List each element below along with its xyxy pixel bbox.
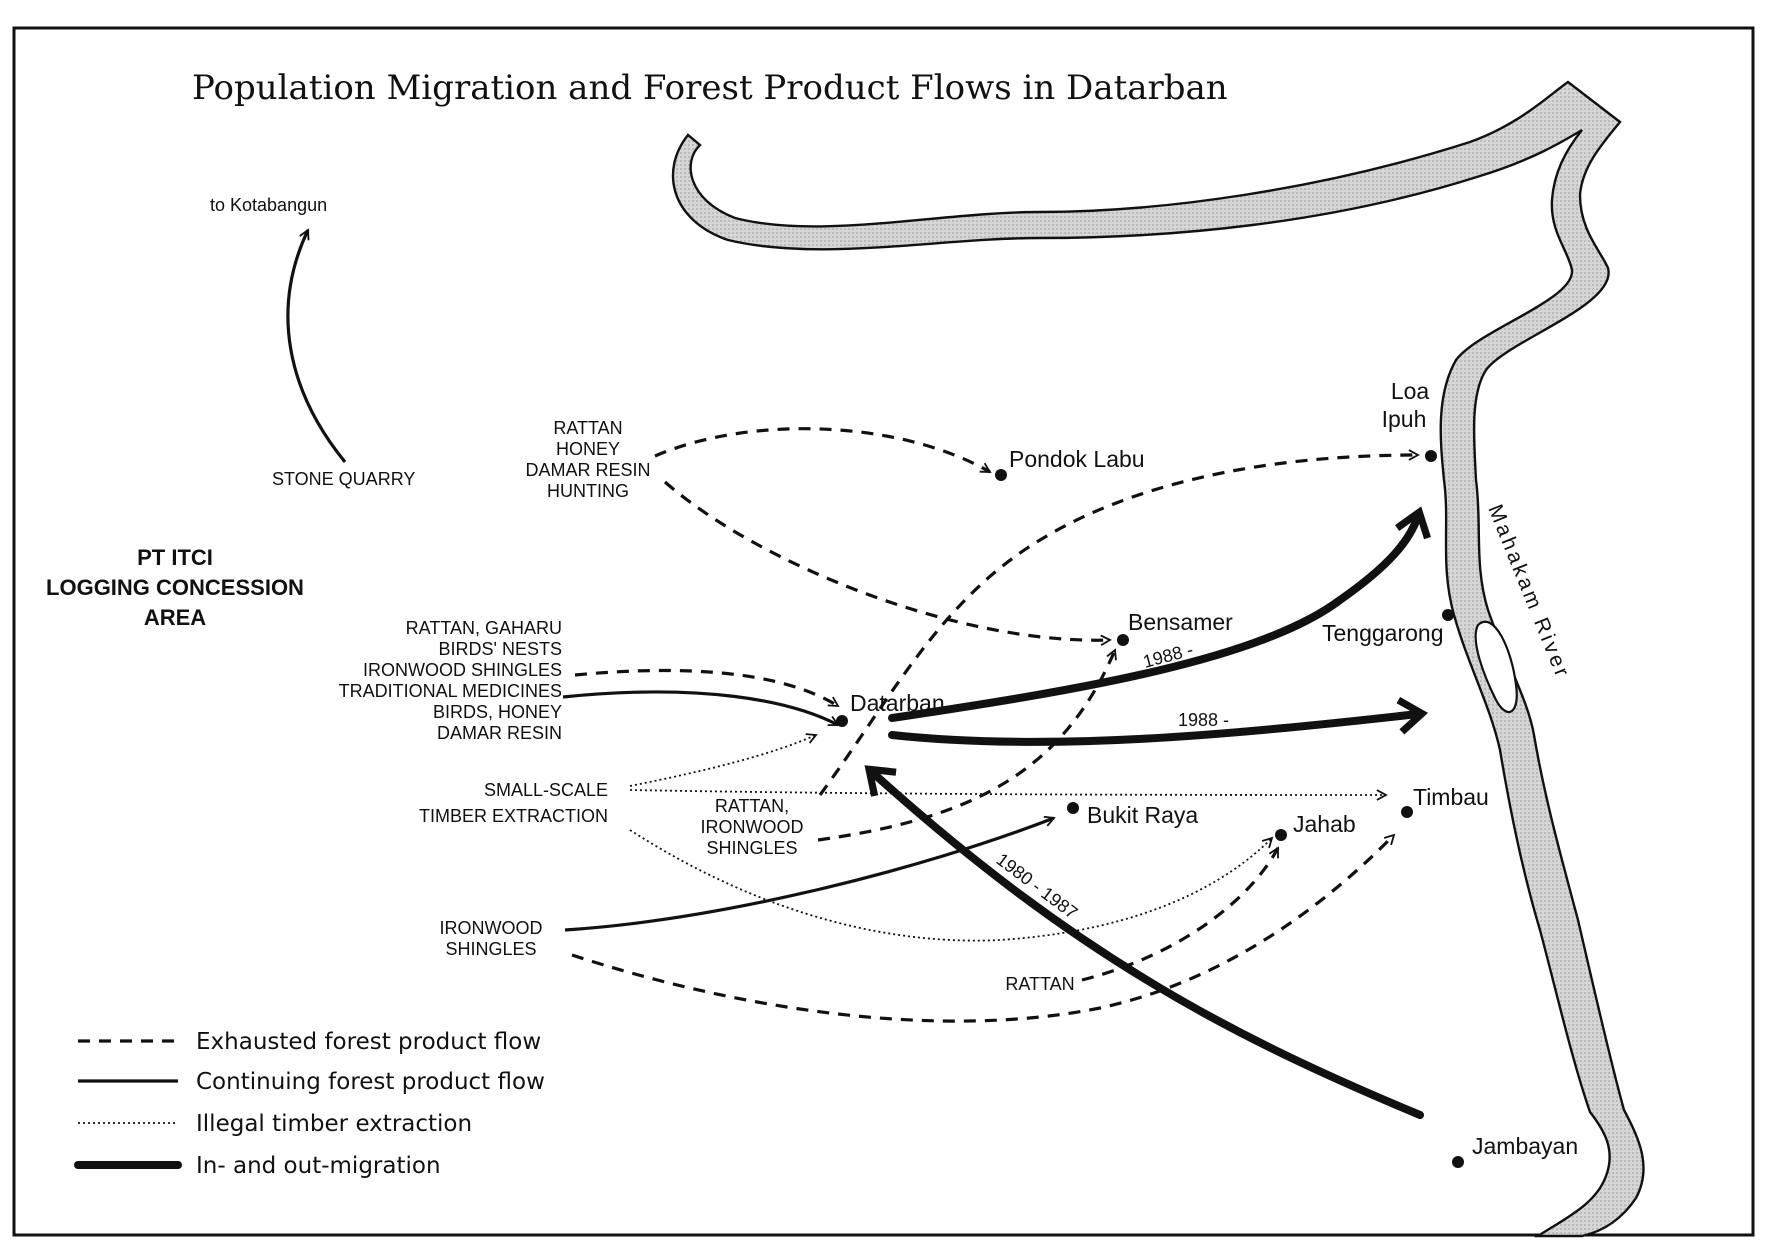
products-north: RATTAN HONEY DAMAR RESIN HUNTING — [525, 418, 650, 501]
svg-text:Jahab: Jahab — [1293, 811, 1356, 837]
svg-text:HONEY: HONEY — [556, 439, 620, 459]
legend-item-exhausted: Exhausted forest product flow — [78, 1029, 541, 1055]
flow-datarban-to-loa-ipuh — [818, 449, 1420, 796]
svg-text:IRONWOOD: IRONWOOD — [440, 918, 543, 938]
svg-text:LOGGING CONCESSION: LOGGING CONCESSION — [46, 575, 304, 600]
svg-text:RATTAN: RATTAN — [553, 418, 622, 438]
place-bensamer: Bensamer — [1117, 609, 1233, 646]
products-rattan-ironwood: RATTAN, IRONWOOD SHINGLES — [701, 796, 804, 858]
label-kotabangun: to Kotabangun — [210, 195, 327, 215]
legend-item-migration: In- and out-migration — [74, 1153, 441, 1179]
svg-text:Tenggarong: Tenggarong — [1322, 620, 1444, 646]
year-label-east-route: 1988 - — [1178, 710, 1229, 730]
place-datarban: Datarban — [836, 690, 945, 727]
svg-text:Bukit Raya: Bukit Raya — [1087, 802, 1198, 828]
flow-north-to-bensamer — [663, 480, 1112, 646]
place-bukit-raya: Bukit Raya — [1067, 802, 1198, 828]
flow-timber-to-timbau — [629, 789, 1388, 801]
place-tenggarong: Tenggarong — [1322, 609, 1454, 646]
products-west: RATTAN, GAHARU BIRDS' NESTS IRONWOOD SHI… — [339, 618, 562, 743]
svg-text:AREA: AREA — [144, 605, 206, 630]
svg-text:DAMAR RESIN: DAMAR RESIN — [437, 723, 562, 743]
svg-text:Loa: Loa — [1391, 378, 1430, 404]
flow-ironwood-to-timbau — [571, 833, 1396, 1023]
svg-text:RATTAN, GAHARU: RATTAN, GAHARU — [406, 618, 562, 638]
map-frame — [12, 26, 1755, 1237]
legend-item-continuing: Continuing forest product flow — [78, 1069, 545, 1095]
svg-text:Ipuh: Ipuh — [1382, 406, 1427, 432]
svg-text:BIRDS, HONEY: BIRDS, HONEY — [433, 702, 562, 722]
svg-text:Jambayan: Jambayan — [1472, 1133, 1578, 1159]
migration-jambayan-to-datarban — [864, 765, 1424, 1119]
flow-west-continuing-to-datarban — [562, 690, 840, 727]
flow-north-to-pondok-labu — [654, 427, 992, 474]
place-jahab: Jahab — [1275, 811, 1356, 841]
place-pondok-labu: Pondok Labu — [995, 446, 1145, 481]
svg-text:SMALL-SCALE: SMALL-SCALE — [484, 780, 608, 800]
products-ironwood: IRONWOOD SHINGLES — [440, 918, 543, 959]
flow-rattan-ironwood-to-bensamer — [817, 648, 1117, 842]
products-rattan: RATTAN — [1005, 974, 1074, 994]
label-stone-quarry: STONE QUARRY — [272, 469, 415, 489]
svg-text:Illegal timber extraction: Illegal timber extraction — [196, 1111, 472, 1137]
concession-area-label: PT ITCI LOGGING CONCESSION AREA — [46, 545, 304, 630]
flow-rattan-to-jahab — [1081, 846, 1280, 982]
svg-text:Pondok Labu: Pondok Labu — [1009, 446, 1145, 472]
svg-text:PT ITCI: PT ITCI — [137, 545, 213, 570]
svg-text:Datarban: Datarban — [850, 690, 945, 716]
svg-text:HUNTING: HUNTING — [547, 481, 629, 501]
svg-text:IRONWOOD: IRONWOOD — [701, 817, 804, 837]
products-timber: SMALL-SCALE TIMBER EXTRACTION — [419, 780, 608, 826]
flow-timber-to-jahab — [629, 829, 1274, 942]
flow-west-to-datarban — [574, 668, 840, 708]
flow-ironwood-to-bukit-raya — [564, 815, 1056, 932]
svg-text:In- and out-migration: In- and out-migration — [196, 1153, 441, 1179]
map-title: Population Migration and Forest Product … — [192, 68, 1228, 108]
svg-text:SHINGLES: SHINGLES — [706, 838, 797, 858]
place-jambayan: Jambayan — [1452, 1133, 1578, 1168]
legend-item-illegal: Illegal timber extraction — [78, 1111, 472, 1137]
place-loa-ipuh: Loa Ipuh — [1382, 378, 1437, 462]
svg-text:DAMAR RESIN: DAMAR RESIN — [525, 460, 650, 480]
svg-text:Continuing forest product flow: Continuing forest product flow — [196, 1069, 545, 1095]
place-timbau: Timbau — [1401, 784, 1489, 818]
svg-text:SHINGLES: SHINGLES — [445, 939, 536, 959]
svg-text:TIMBER EXTRACTION: TIMBER EXTRACTION — [419, 806, 608, 826]
map-legend: Exhausted forest product flow Continuing… — [74, 1029, 545, 1179]
svg-text:TRADITIONAL MEDICINES: TRADITIONAL MEDICINES — [339, 681, 562, 701]
svg-text:Timbau: Timbau — [1413, 784, 1489, 810]
svg-text:BIRDS' NESTS: BIRDS' NESTS — [439, 639, 562, 659]
svg-text:RATTAN,: RATTAN, — [715, 796, 789, 816]
svg-text:IRONWOOD SHINGLES: IRONWOOD SHINGLES — [363, 660, 562, 680]
flow-quarry-to-kotabangun — [286, 228, 347, 464]
flow-timber-to-datarban — [629, 733, 818, 787]
migration-datarban-to-east — [888, 696, 1429, 746]
svg-text:Exhausted forest product flow: Exhausted forest product flow — [196, 1029, 541, 1055]
svg-text:Bensamer: Bensamer — [1128, 609, 1233, 635]
migration-datarban-to-loa-ipuh — [888, 506, 1431, 722]
